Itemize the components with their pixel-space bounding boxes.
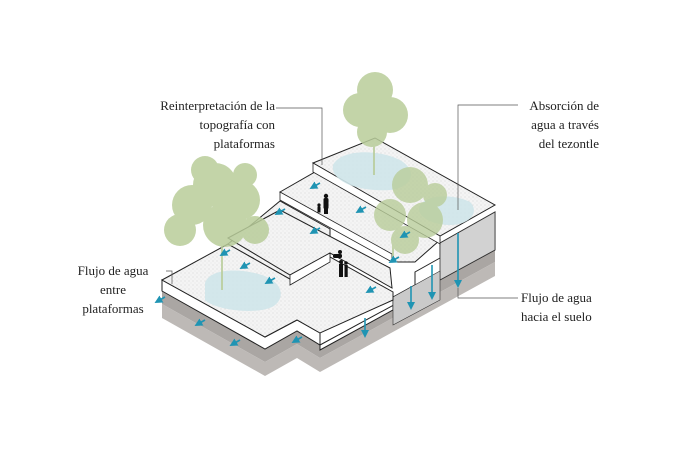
tree-back bbox=[343, 72, 408, 175]
tree-left bbox=[164, 156, 269, 290]
label-flow-ground: Flujo de agua hacia el suelo bbox=[521, 288, 592, 326]
label-line: topografía con bbox=[199, 117, 275, 132]
label-line: Flujo de agua bbox=[521, 290, 592, 305]
tree-right bbox=[374, 167, 447, 260]
label-line: del tezontle bbox=[538, 136, 599, 151]
leader-topography bbox=[276, 107, 323, 165]
pond-lower bbox=[205, 270, 281, 311]
label-flow-between: Flujo de agua entre plataformas bbox=[58, 261, 168, 318]
label-line: Reinterpretación de la bbox=[160, 98, 275, 113]
label-line: Absorción de bbox=[529, 98, 599, 113]
label-topography: Reinterpretación de la topografía con pl… bbox=[160, 96, 275, 153]
label-line: hacia el suelo bbox=[521, 309, 592, 324]
retaining-wall-section bbox=[439, 211, 496, 281]
label-line: plataformas bbox=[82, 301, 144, 316]
label-line: agua a través bbox=[531, 117, 599, 132]
platform-2-face bbox=[289, 252, 331, 286]
leader-flow-ground bbox=[457, 288, 518, 299]
leader-absorption bbox=[457, 104, 518, 210]
label-absorption: Absorción de agua a través del tezontle bbox=[529, 96, 599, 153]
water-flow-arrows bbox=[154, 181, 411, 346]
people-silhouettes bbox=[317, 193, 348, 277]
retaining-wall-section-2 bbox=[392, 270, 441, 326]
label-line: Flujo de agua bbox=[77, 263, 149, 278]
ground-infiltration-arrows bbox=[361, 233, 462, 338]
label-line: plataformas bbox=[213, 136, 275, 151]
leader-flow-between bbox=[166, 270, 173, 284]
pond-upper bbox=[332, 152, 411, 191]
label-line: entre bbox=[100, 282, 126, 297]
